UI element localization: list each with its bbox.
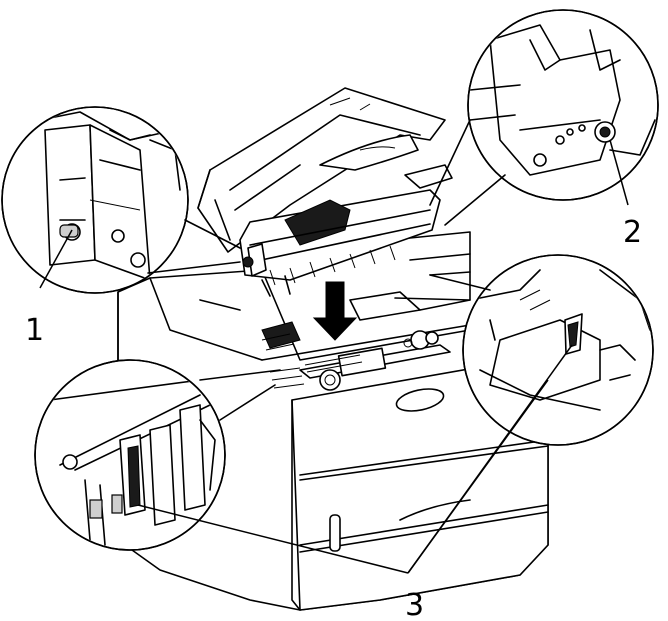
detail-view-lock-lever-left	[34, 359, 226, 551]
down-arrow-icon	[312, 281, 358, 341]
printer-body	[117, 231, 549, 611]
pointer-lines	[39, 139, 629, 574]
image-drum-cartridge	[239, 189, 441, 297]
detail-view-drum-left-end	[1, 106, 189, 294]
callout-number-3: 3	[405, 588, 424, 621]
control-panel	[299, 330, 451, 391]
top-vents	[261, 321, 363, 389]
callout-number-2: 2	[623, 215, 642, 250]
hands	[319, 134, 453, 189]
callout-number-1: 1	[25, 313, 44, 348]
detail-view-drum-right-end	[467, 9, 659, 201]
detail-view-lock-lever-right	[462, 254, 654, 446]
detail-connectors	[147, 119, 506, 421]
side-slot	[329, 514, 341, 552]
printer-top-cover-open	[197, 87, 446, 253]
